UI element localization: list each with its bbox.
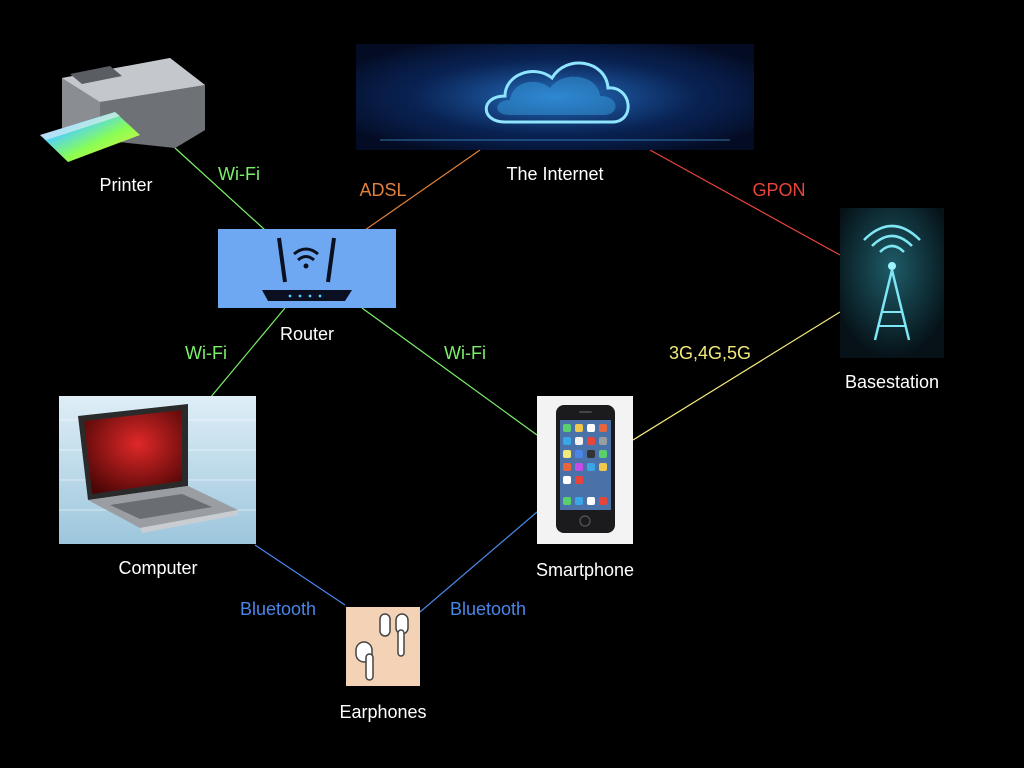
link-label-router-computer: Wi-Fi <box>185 343 227 363</box>
node-label-earphones: Earphones <box>339 702 427 722</box>
app-grid <box>563 424 607 505</box>
link-label-internet-basestation: GPON <box>752 180 806 200</box>
node-label-router: Router <box>279 324 335 344</box>
cell-tower-icon <box>840 208 944 358</box>
link-printer-router <box>174 147 266 231</box>
node-label-basestation: Basestation <box>844 372 940 392</box>
link-computer-earphones <box>254 544 346 606</box>
link-label-basestation-smartphone: 3G,4G,5G <box>668 343 752 363</box>
link-router-computer <box>209 307 286 399</box>
node-label-internet: The Internet <box>506 164 604 184</box>
link-router-internet <box>364 149 481 231</box>
node-label-printer: Printer <box>99 175 153 195</box>
link-label-printer-router: Wi-Fi <box>218 164 260 184</box>
link-router-smartphone <box>361 307 538 436</box>
link-basestation-smartphone <box>632 311 841 441</box>
link-smartphone-earphones <box>419 511 538 613</box>
link-label-router-smartphone: Wi-Fi <box>444 343 486 363</box>
smartphone-icon <box>537 396 633 544</box>
laptop-icon <box>59 396 256 544</box>
printer-icon <box>40 58 205 162</box>
router-icon <box>218 229 396 308</box>
link-label-computer-earphones: Bluetooth <box>239 599 317 619</box>
node-label-computer: Computer <box>118 558 198 578</box>
link-internet-basestation <box>649 149 841 256</box>
node-label-smartphone: Smartphone <box>535 560 635 580</box>
earbuds-icon <box>346 607 420 686</box>
link-label-smartphone-earphones: Bluetooth <box>449 599 527 619</box>
link-label-router-internet: ADSL <box>359 180 407 200</box>
cloud-icon <box>356 44 754 150</box>
connection-lines <box>174 147 841 613</box>
